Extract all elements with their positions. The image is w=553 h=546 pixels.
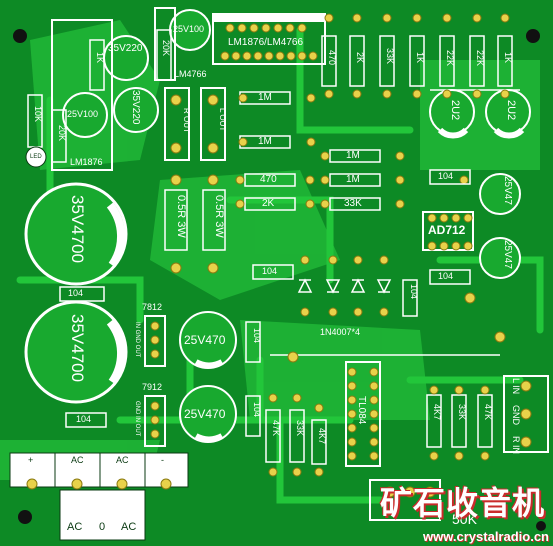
cap-104-a-label: 104 (68, 288, 84, 298)
ic-lm4766-label: LM4766 (174, 69, 207, 79)
power-ac1-label: AC (71, 455, 84, 465)
diodes-label: 1N4007*4 (320, 327, 361, 337)
res-20k-left-label: 20K (57, 125, 67, 142)
cap-35v220-a-label: 35V220 (108, 43, 143, 54)
l-out-label: L OUT (218, 108, 227, 132)
res-33k-mid-label: 33K (344, 198, 362, 209)
led-label: LED (30, 154, 42, 160)
ic-tl084-outline (345, 361, 381, 467)
cap-25v470-b-label: 25V470 (184, 407, 226, 421)
regulator-7912-pins: GND IN OUT (134, 401, 140, 437)
res-1m-d-label: 1M (346, 174, 360, 185)
ic-ad712-outline (422, 211, 474, 251)
res-47k-b-label: 47K (483, 404, 493, 421)
cap-104-b-label: 104 (262, 266, 278, 276)
led-indicator (25, 146, 47, 168)
capacitor-25v100-a (62, 92, 108, 138)
cap-25v47-a-label: 25V47 (502, 176, 513, 205)
diode-bridge (297, 278, 392, 294)
input-l-label: L IN (511, 378, 521, 395)
res-33k-top-label: 33K (385, 48, 395, 65)
res-1k-t3-label: 1K (503, 52, 513, 64)
watermark-title: 矿石收音机 (379, 485, 545, 521)
input-gnd-label: GND (511, 405, 521, 425)
cap-35v4700-bottom-label: 35V4700 (68, 314, 87, 383)
res-2k-mid-label: 2K (262, 198, 275, 209)
ac-a-label: AC (67, 521, 83, 533)
res-4k7-a-label: 4K7 (317, 428, 327, 445)
capacitor-35v4700-top (24, 182, 128, 286)
cap-104-f-label: 104 (252, 328, 262, 344)
pot-50k-label: 50K (452, 511, 477, 527)
res-22k-a-label: 22K (445, 50, 455, 67)
res-1m-b-label: 1M (258, 136, 272, 147)
res-05r-a-label: 0.5R 3W (175, 195, 187, 238)
res-470-mid-label: 470 (260, 174, 277, 185)
res-33k-low-label: 33K (295, 420, 305, 437)
cap-25v100-b-label: 25V100 (173, 24, 205, 34)
res-33k-b-label: 33K (457, 404, 467, 421)
res-22k-b-label: 22K (475, 50, 485, 67)
cap-104-g-label: 104 (252, 402, 262, 418)
res-2k-top-label: 2K (355, 52, 365, 64)
mounting-hole (13, 29, 546, 531)
res-05r-b-label: 0.5R 3W (213, 195, 225, 238)
ic-ad712-label: AD712 (428, 223, 466, 237)
capacitor-35v220-b (113, 87, 159, 133)
res-10k-label: 10K (33, 106, 43, 123)
cap-2u2-a-label: 2U2 (449, 100, 461, 121)
r-out-label: R OUT (182, 108, 191, 133)
res-47k-a-label: 47K (271, 420, 281, 437)
watermark-url: www.crystalradio.cn (423, 529, 549, 544)
capacitor-25v47-b (479, 237, 521, 279)
cap-104-h-label: 104 (76, 414, 92, 424)
ic-lm1876-small-label: LM1876 (70, 157, 103, 167)
cap-35v220-b-label: 35V220 (130, 90, 141, 125)
input-r-label: R IN (511, 436, 521, 454)
cap-104-e-label: 104 (409, 284, 419, 300)
ic-lm1876-label: LM1876/LM4766 (228, 37, 304, 48)
res-1k-top-label: 1K (95, 52, 105, 64)
power-minus-label: - (161, 455, 164, 465)
cap-2u2-b-label: 2U2 (505, 100, 517, 121)
capacitor-25v47-a (479, 173, 521, 215)
res-1m-c-label: 1M (346, 150, 360, 161)
ac-zero-label: 0 (99, 521, 106, 533)
res-470-top-label: 470 (327, 50, 337, 66)
cap-104-c-label: 104 (438, 171, 454, 181)
ac-c-label: AC (121, 521, 137, 533)
res-1m-a-label: 1M (258, 92, 272, 103)
cap-25v47-b-label: 25V47 (502, 240, 513, 269)
capacitor-35v4700-bottom (24, 300, 128, 404)
ic-tl084-label: TL084 (356, 396, 367, 425)
power-ac2-label: AC (116, 455, 129, 465)
regulator-7812-pins: IN GND OUT (134, 322, 140, 358)
res-20k-top-label: 20K (161, 40, 171, 57)
cap-104-d-label: 104 (438, 271, 454, 281)
regulator-7912-label: 7912 (142, 382, 163, 392)
cap-25v470-a-label: 25V470 (184, 333, 226, 347)
regulator-7812-label: 7812 (142, 302, 163, 312)
res-1k-t2-label: 1K (415, 52, 425, 64)
cap-25v100-a-label: 25V100 (67, 109, 99, 119)
cap-35v4700-top-label: 35V4700 (68, 195, 87, 264)
res-4k7-b-label: 4K7 (432, 404, 442, 421)
power-plus-label: + (28, 455, 34, 465)
